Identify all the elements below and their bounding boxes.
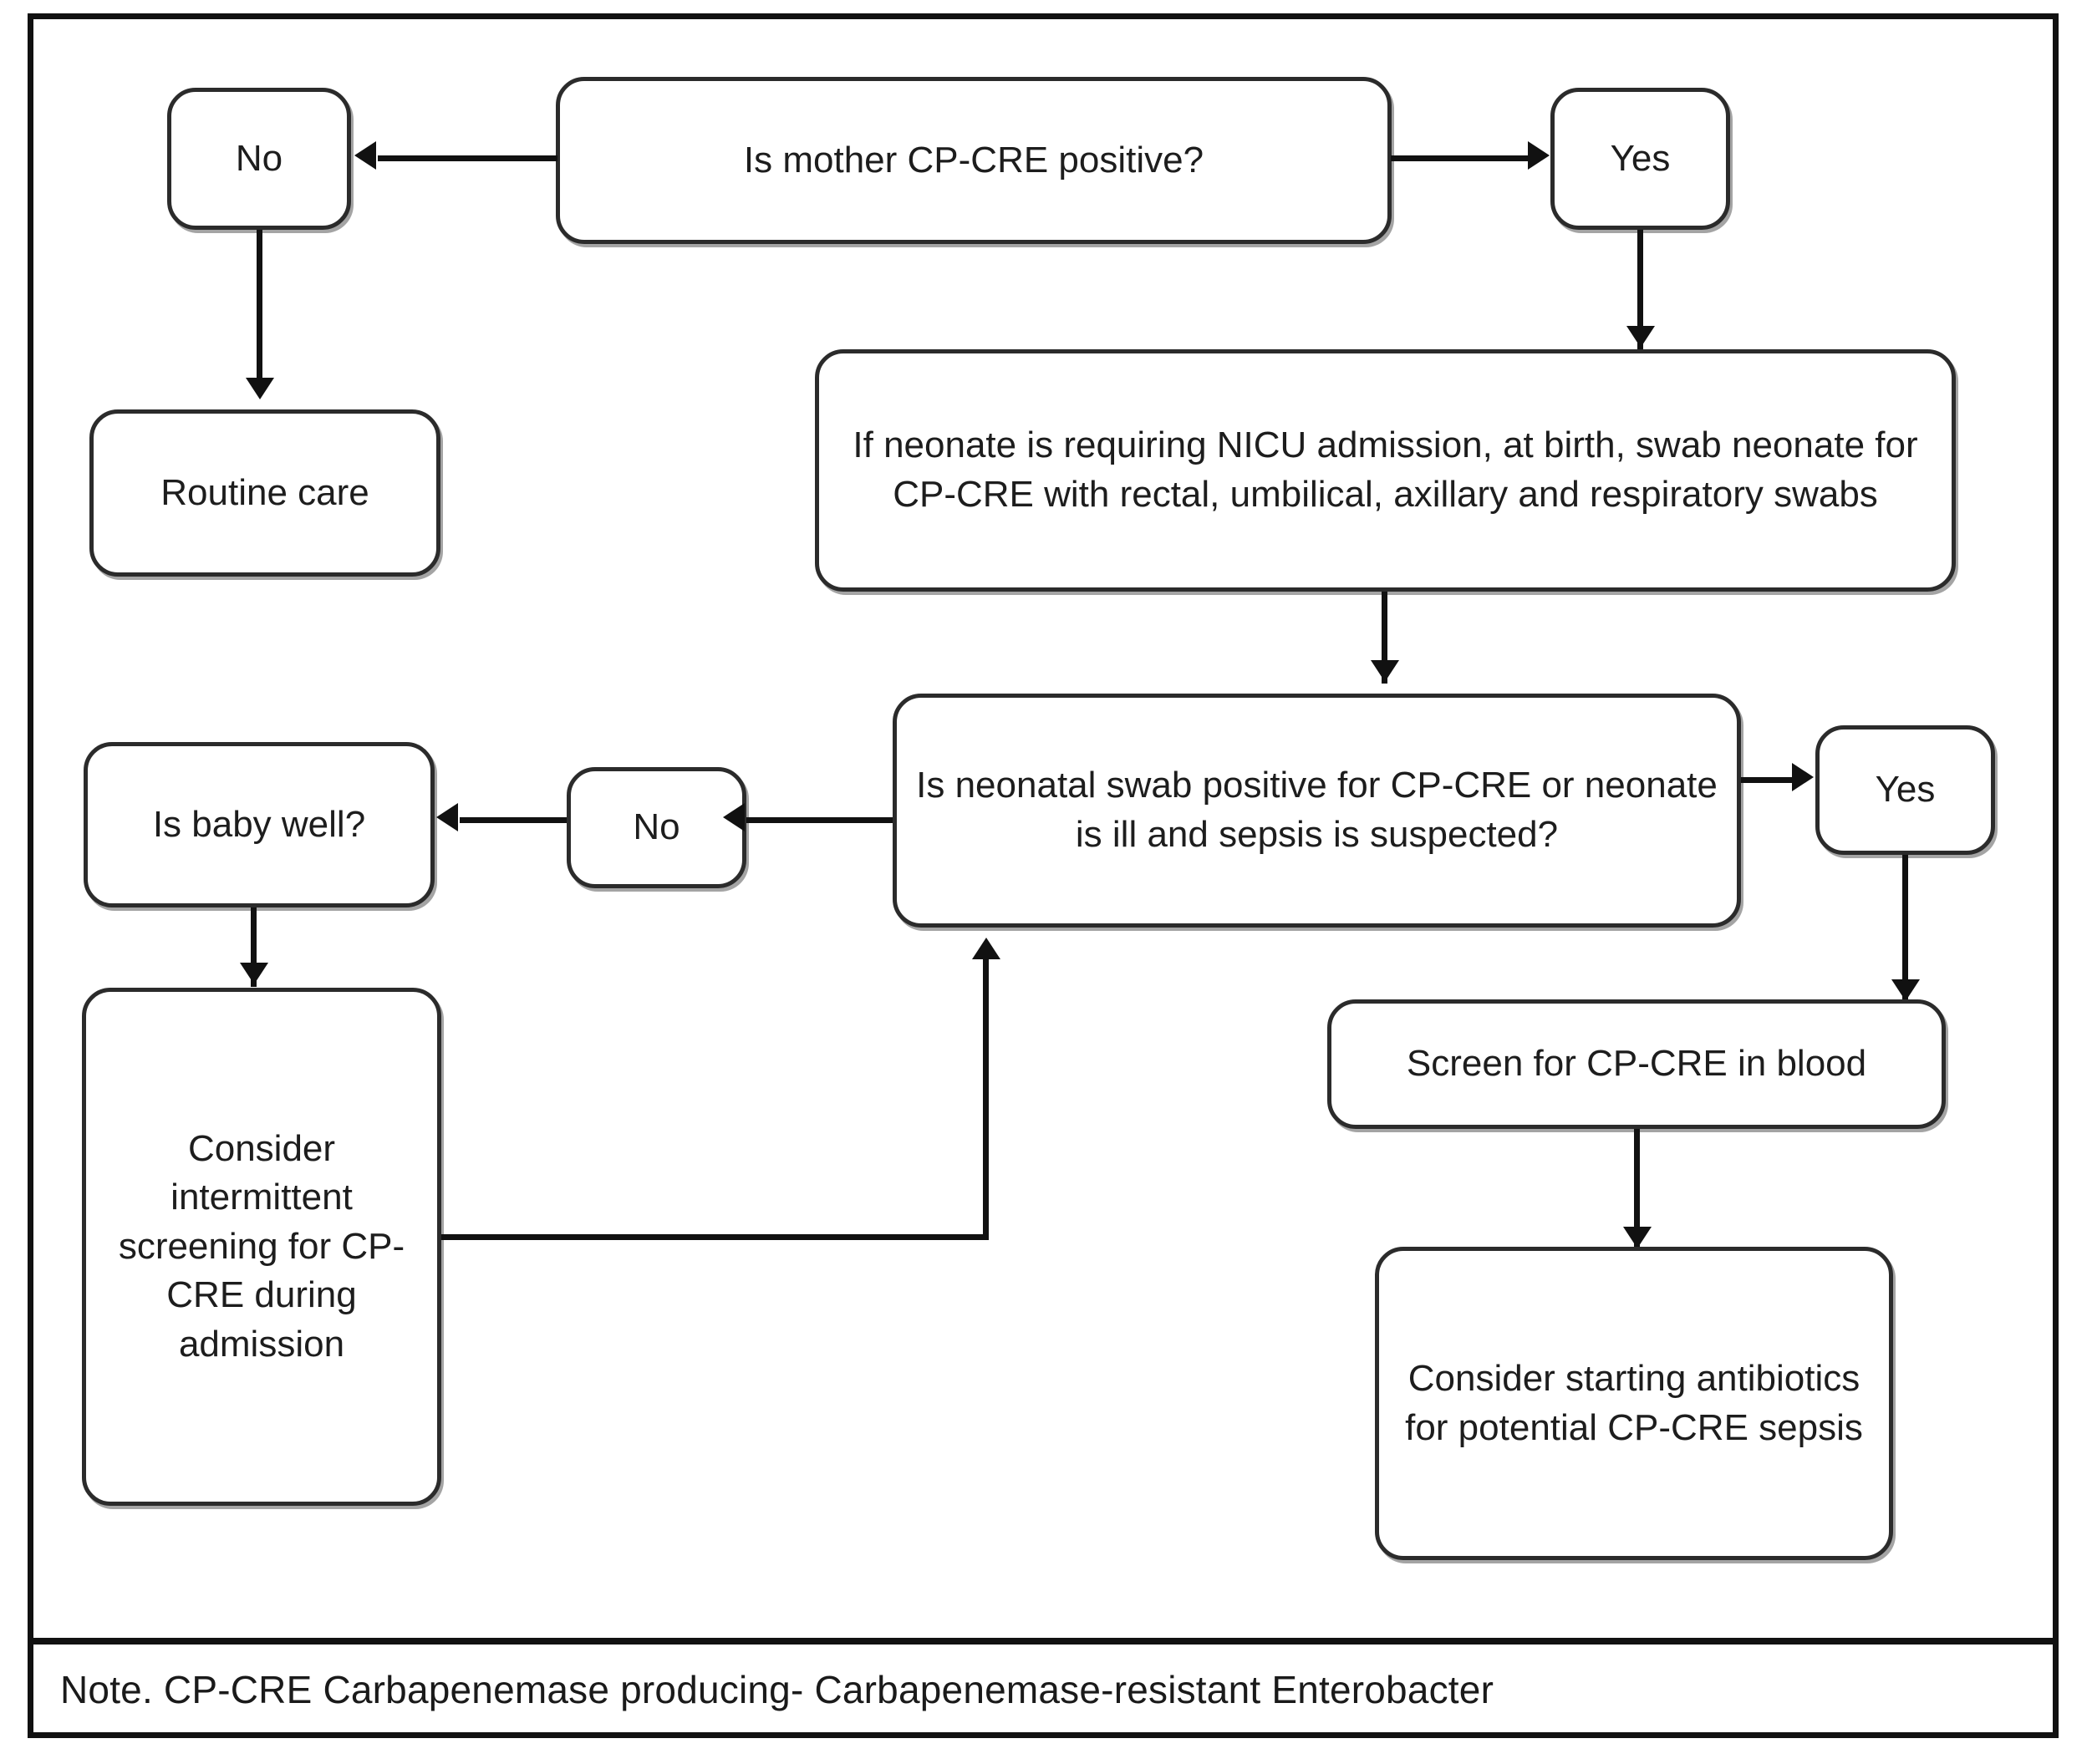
node-no-swab[interactable]: No bbox=[567, 767, 746, 888]
edge-yes-to-nicu-swab bbox=[1637, 230, 1643, 351]
edge-no-to-routine-care-arrowhead bbox=[246, 378, 274, 399]
node-no-mother-label: No bbox=[235, 137, 283, 179]
node-yes-mother-label: Yes bbox=[1610, 137, 1671, 179]
edge-mother-to-yes-arrowhead bbox=[1528, 141, 1550, 170]
node-no-mother[interactable]: No bbox=[167, 88, 351, 230]
node-is-mother-cpcre-positive-label: Is mother CP-CRE positive? bbox=[743, 139, 1204, 180]
node-nicu-swab[interactable]: If neonate is requiring NICU admission, … bbox=[815, 349, 1956, 592]
edge-intermittent-to-decision-arrowhead bbox=[972, 938, 1000, 959]
edge-no-to-is-baby-well-arrowhead bbox=[436, 803, 458, 831]
edge-decision-to-no-arrowhead bbox=[723, 803, 745, 831]
edge-decision-to-yes bbox=[1741, 777, 1793, 783]
node-consider-intermittent-screening-label: Consider intermittent screening for CP-C… bbox=[118, 1127, 405, 1365]
node-screen-for-cpcre-in-blood[interactable]: Screen for CP-CRE in blood bbox=[1327, 999, 1946, 1129]
node-is-neonatal-swab-positive-label: Is neonatal swab positive for CP-CRE or … bbox=[916, 765, 1718, 855]
edge-intermittent-to-decision-horizontal bbox=[441, 1234, 989, 1240]
edge-yes-to-screen-blood-arrowhead bbox=[1891, 979, 1920, 1001]
node-no-swab-label: No bbox=[633, 806, 680, 848]
node-nicu-swab-label: If neonate is requiring NICU admission, … bbox=[853, 424, 1918, 515]
edge-screen-blood-to-antibiotics-arrowhead bbox=[1623, 1227, 1652, 1248]
node-screen-for-cpcre-in-blood-label: Screen for CP-CRE in blood bbox=[1406, 1043, 1867, 1085]
edge-screen-blood-to-antibiotics bbox=[1634, 1129, 1640, 1250]
edge-decision-to-no bbox=[746, 817, 893, 823]
edge-decision-to-yes-arrowhead bbox=[1792, 763, 1814, 791]
edge-mother-to-yes bbox=[1391, 155, 1529, 161]
node-routine-care-label: Routine care bbox=[160, 471, 369, 513]
node-is-baby-well[interactable]: Is baby well? bbox=[84, 742, 435, 907]
node-consider-starting-antibiotics[interactable]: Consider starting antibiotics for potent… bbox=[1375, 1247, 1893, 1560]
node-consider-starting-antibiotics-label: Consider starting antibiotics for potent… bbox=[1405, 1357, 1863, 1448]
node-yes-mother[interactable]: Yes bbox=[1550, 88, 1730, 230]
node-routine-care[interactable]: Routine care bbox=[89, 409, 440, 577]
node-yes-swab[interactable]: Yes bbox=[1815, 725, 1995, 855]
edge-nicu-to-decision bbox=[1382, 592, 1387, 684]
node-is-baby-well-label: Is baby well? bbox=[152, 803, 366, 845]
edge-intermittent-to-decision-vertical bbox=[983, 959, 989, 1240]
node-yes-swab-label: Yes bbox=[1875, 769, 1936, 811]
node-consider-intermittent-screening[interactable]: Consider intermittent screening for CP-C… bbox=[82, 988, 441, 1506]
edge-yes-to-screen-blood bbox=[1902, 855, 1908, 1001]
edge-no-to-routine-care bbox=[257, 230, 262, 389]
edge-mother-to-no bbox=[378, 155, 557, 161]
note-divider bbox=[28, 1638, 2059, 1645]
edge-nicu-to-decision-arrowhead bbox=[1371, 660, 1399, 682]
node-is-neonatal-swab-positive[interactable]: Is neonatal swab positive for CP-CRE or … bbox=[893, 694, 1741, 928]
edge-baby-well-to-intermittent-arrowhead bbox=[240, 963, 268, 984]
edge-no-to-is-baby-well bbox=[460, 817, 567, 823]
edge-yes-to-nicu-swab-arrowhead bbox=[1626, 326, 1655, 348]
edge-baby-well-to-intermittent bbox=[251, 907, 257, 987]
edge-mother-to-no-arrowhead bbox=[354, 141, 376, 170]
figure-note: Note. CP-CRE Carbapenemase producing- Ca… bbox=[60, 1668, 1494, 1711]
node-is-mother-cpcre-positive[interactable]: Is mother CP-CRE positive? bbox=[556, 77, 1392, 244]
